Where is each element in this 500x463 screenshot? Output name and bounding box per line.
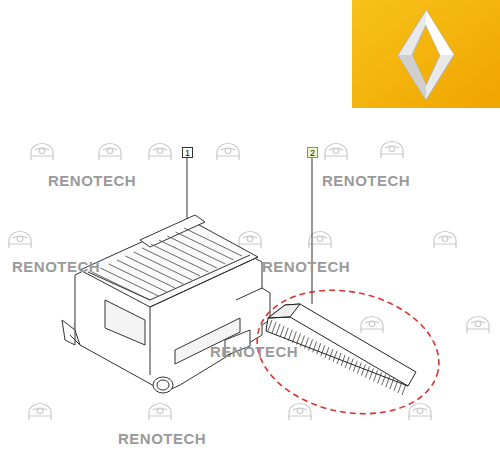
watermark: RENOTECH <box>262 258 350 275</box>
watermark: RENOTECH <box>322 172 410 189</box>
air-filter-housing <box>62 215 270 393</box>
watermark: RENOTECH <box>48 172 136 189</box>
callout-number: 2 <box>310 148 315 158</box>
watermark-cars <box>9 142 489 421</box>
leader-lines <box>187 158 312 304</box>
watermark: RENOTECH <box>118 430 206 447</box>
watermark: RENOTECH <box>210 343 298 360</box>
watermark: RENOTECH <box>12 258 100 275</box>
callout-box: 2 <box>307 147 318 158</box>
callout-number: 1 <box>185 148 190 158</box>
renault-logo <box>352 0 500 108</box>
housing-ribs <box>92 228 242 300</box>
callout-box: 1 <box>182 147 193 158</box>
